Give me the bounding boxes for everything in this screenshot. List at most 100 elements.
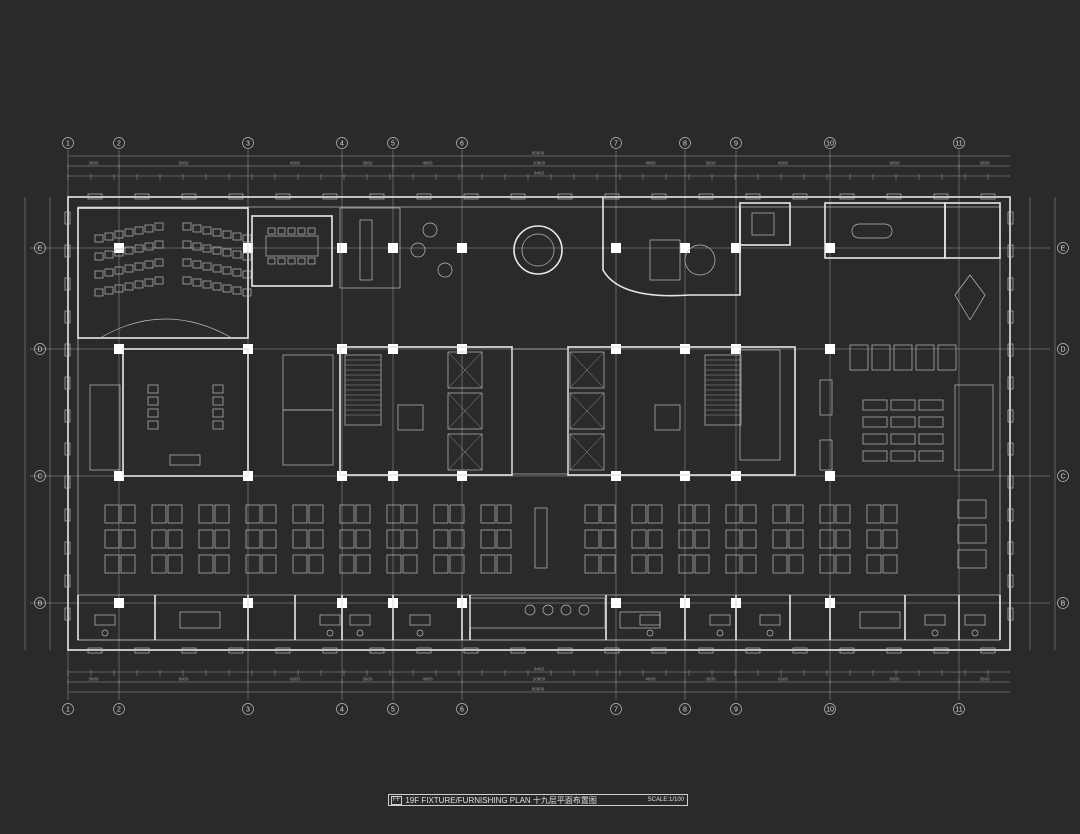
grid-label-column: 7: [614, 707, 618, 714]
window-mullion: [745, 647, 761, 654]
desk: [835, 554, 851, 574]
chair: [212, 408, 224, 418]
desk: [480, 554, 496, 574]
seat: [104, 268, 114, 277]
structural-column: [388, 243, 398, 253]
seat: [154, 222, 164, 231]
desk: [890, 450, 916, 462]
seat: [134, 262, 144, 271]
seat: [222, 248, 232, 257]
desk: [386, 529, 402, 549]
dimension-overall: 66000: [532, 151, 545, 156]
structural-column: [388, 344, 398, 354]
elevator-x: [447, 351, 483, 389]
bottom-room-strip: [77, 594, 1001, 641]
office-desk: [759, 614, 781, 626]
grid-label-row: B: [1061, 601, 1066, 608]
seat: [154, 240, 164, 249]
window-mullion: [980, 647, 996, 654]
window-mullion: [1007, 607, 1014, 621]
grid-label-column: 2: [117, 707, 121, 714]
meeting-table: [179, 611, 221, 629]
seat: [242, 288, 252, 297]
desk: [449, 504, 465, 524]
grid-label-row: E: [1061, 246, 1066, 253]
window-mullion: [322, 647, 338, 654]
seat: [192, 242, 202, 251]
window-mullion: [87, 193, 103, 200]
window-mullion: [698, 193, 714, 200]
grid-bubble-row: [1057, 597, 1069, 609]
structural-column: [337, 344, 347, 354]
seat: [242, 270, 252, 279]
structural-column: [337, 471, 347, 481]
desk: [292, 554, 308, 574]
grid-bubble-bottom: [824, 703, 836, 715]
seat: [144, 260, 154, 269]
desk: [882, 504, 898, 524]
desk: [355, 554, 371, 574]
seat: [144, 224, 154, 233]
star-table: [954, 274, 986, 321]
seat: [144, 278, 154, 287]
desk: [308, 554, 324, 574]
window-mullion: [980, 193, 996, 200]
grid-label-column: 10: [826, 141, 834, 148]
desk: [694, 529, 710, 549]
chair: [297, 257, 306, 265]
grid-label-column: 3: [246, 707, 250, 714]
desk: [890, 399, 916, 411]
grid-label-column: 11: [955, 141, 962, 148]
dimension-bay: 3600: [979, 677, 990, 682]
desk: [741, 504, 757, 524]
window-mullion: [604, 647, 620, 654]
lounge: [339, 207, 401, 289]
elevator-x: [569, 351, 605, 389]
desk: [151, 504, 167, 524]
seat: [232, 232, 242, 241]
desk: [678, 504, 694, 524]
desk: [433, 529, 449, 549]
service-room: [739, 349, 781, 461]
chair: [287, 257, 296, 265]
grid-bubble-row: [34, 242, 46, 254]
window-mullion: [64, 244, 71, 258]
window-mullion: [839, 647, 855, 654]
office: [282, 354, 334, 411]
lounge-table: [359, 219, 373, 281]
seat: [192, 260, 202, 269]
seat: [114, 284, 124, 293]
elevator-x: [569, 433, 605, 471]
office-desk: [924, 614, 946, 626]
chair: [147, 396, 159, 406]
seat: [202, 280, 212, 289]
office-chair: [416, 629, 424, 637]
window-mullion: [228, 193, 244, 200]
window-mullion: [64, 442, 71, 456]
office-desk: [709, 614, 731, 626]
grid-bubble-row: [34, 470, 46, 482]
lounge-seat: [542, 604, 554, 616]
desk: [584, 504, 600, 524]
desk: [631, 529, 647, 549]
seat: [114, 266, 124, 275]
chair: [212, 396, 224, 406]
desk: [725, 554, 741, 574]
seat: [94, 270, 104, 279]
structural-column: [114, 344, 124, 354]
desk: [355, 504, 371, 524]
seat: [134, 226, 144, 235]
table: [751, 212, 775, 236]
desk: [496, 504, 512, 524]
seat: [222, 230, 232, 239]
seat: [242, 252, 252, 261]
grid-bubble-top: [456, 137, 468, 149]
seat: [124, 282, 134, 291]
dimension-bay: 9000: [178, 677, 189, 682]
grid-label-column: 10: [826, 707, 834, 714]
office-desk: [409, 614, 431, 626]
seat: [114, 230, 124, 239]
core-left: [339, 346, 513, 476]
chair: [297, 227, 306, 235]
window-mullion: [64, 310, 71, 324]
